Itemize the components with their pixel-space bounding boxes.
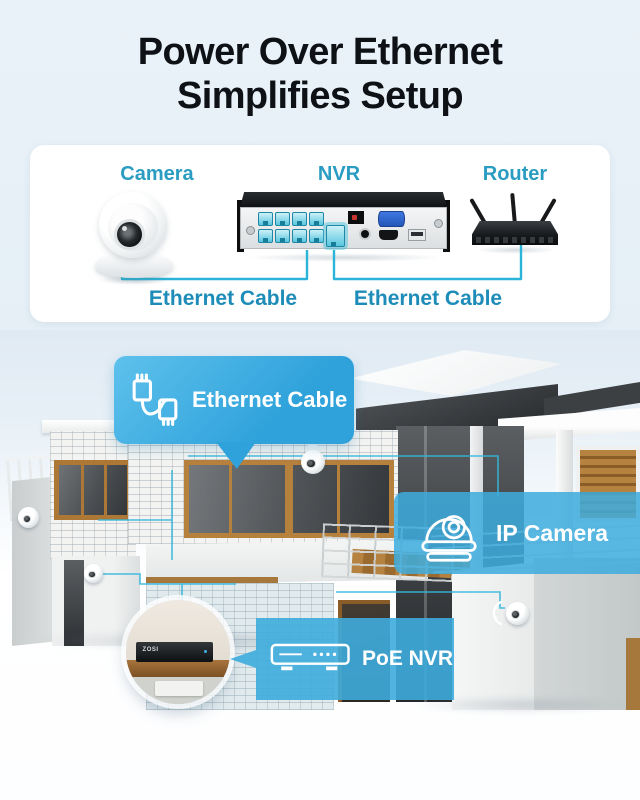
dome-camera-icon [421,515,477,562]
nvr-shadow [245,253,445,262]
router-front-ports [476,237,554,243]
left-window [54,460,132,520]
window-mullion [81,465,85,515]
poe-port [258,229,273,243]
ethernet-cable-icon [132,373,178,426]
camera-lens [114,219,145,250]
poe-nvr-callout: PoE NVR [230,618,454,700]
inset-table [126,660,230,677]
hdmi-port [379,230,398,240]
poe-port [309,212,324,226]
inset-printer [155,681,203,696]
router-antenna [510,192,517,226]
ethernet-cable-label-1: Ethernet Cable [148,287,298,310]
nvr-label: NVR [317,163,361,185]
poe-port [275,212,290,226]
ethernet-cable-callout: Ethernet Cable [114,356,354,444]
connection-diagram-card: Camera NVR Router [30,145,610,322]
vga-port [378,211,405,227]
right-corner-wall-shaded [534,558,640,710]
mounted-camera-2 [84,564,103,583]
ip-camera-callout: IP Camera [394,492,640,574]
inset-device-led [204,649,208,653]
power-switch-rocker [352,215,357,220]
screw [246,226,255,235]
right-wood-frame [626,638,640,710]
camera-label: Camera [120,163,194,185]
nvr-top-band [240,192,447,207]
right-corner-wall-light [452,562,536,710]
lan-port [326,225,345,247]
router-image [469,192,558,249]
audio-jack [361,230,369,238]
page-title: Power Over Ethernet Simplifies Setup [0,30,640,118]
window-mullion [337,465,340,533]
nvr-rear-panel-image [237,192,450,256]
inset-device-brand: ZOSI [142,647,159,654]
camera-mount-stem [308,442,317,454]
nvr-icon [270,643,350,671]
house-scene: ZOSI Ethernet Cable [0,330,640,800]
screw [434,219,443,228]
poe-port [258,212,273,226]
title-line-2: Simplifies Setup [176,75,464,117]
poe-port [292,212,307,226]
mounted-camera-4 [506,602,529,625]
window-corner-post [285,465,293,533]
poe-port [292,229,307,243]
power-switch [348,211,364,224]
inset-nvr-device: ZOSI [136,641,214,663]
mounted-camera-1 [18,507,39,528]
ip-camera-callout-label: IP Camera [496,519,609,546]
router-label: Router [482,163,548,185]
poe-nvr-callout-label: PoE NVR [362,647,454,670]
window-mullion [229,465,232,533]
ethernet-cable-callout-label: Ethernet Cable [192,387,348,412]
dome-camera-image [95,188,173,280]
poe-port [309,229,324,243]
usb-port [408,229,426,241]
usb-slot [411,232,423,236]
wood-trim-strip [146,577,278,584]
nvr-photo-inset: ZOSI [126,600,230,704]
poe-wiring-lines [96,455,505,609]
left-doorway [64,560,84,646]
wifi-waves-icon [492,600,503,626]
ethernet-cable-label-2: Ethernet Cable [353,287,503,310]
ground-shadow [410,696,630,714]
lens-glint [122,226,127,231]
title-line-1: Power Over Ethernet [137,31,503,73]
router-shadow [476,246,556,254]
poe-port [275,229,290,243]
window-mullion [103,465,107,515]
mounted-camera-3 [301,450,325,474]
